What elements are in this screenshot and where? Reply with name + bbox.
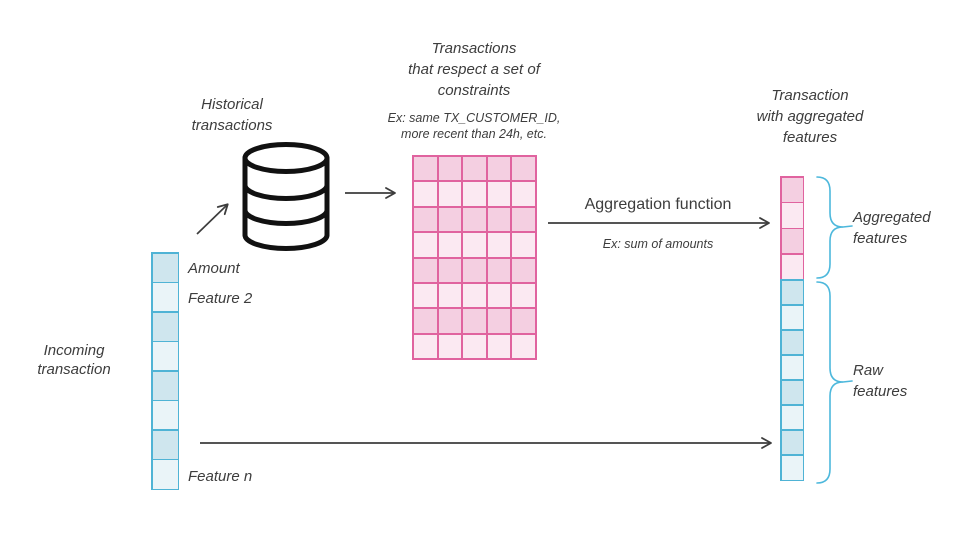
vector-cell <box>152 283 178 312</box>
matrix-cell <box>463 309 486 333</box>
matrix-cell <box>463 334 486 358</box>
constraints-example: Ex: same TX_CUSTOMER_ID, more recent tha… <box>387 111 561 141</box>
vector-cell <box>781 330 803 355</box>
matrix-cell <box>512 207 535 232</box>
vector-cell <box>781 455 803 480</box>
matrix-cell <box>487 334 511 358</box>
vector-cell <box>152 342 178 371</box>
vector-cell <box>781 430 803 455</box>
matrix-cell <box>438 157 462 181</box>
vector-cell <box>781 305 803 330</box>
vector-cell <box>781 177 803 202</box>
matrix-cell <box>463 207 486 232</box>
matrix-cell <box>487 258 511 282</box>
vector-cell <box>781 254 803 279</box>
matrix-cell <box>487 309 511 333</box>
matrix-cell <box>487 233 511 257</box>
vector-cell <box>152 430 178 459</box>
matrix-cell <box>438 233 462 257</box>
constraints-title: Transactions that respect a set of const… <box>408 40 540 99</box>
matrix-cell <box>487 157 511 181</box>
historical-transactions-label: Historical transactions <box>191 96 273 134</box>
output-title: Transaction with aggregated features <box>756 87 864 146</box>
output-raw-cells <box>780 279 804 481</box>
matrix-cell <box>414 283 437 308</box>
incoming-transaction-label: Incoming transaction <box>37 342 111 378</box>
feature2-label: Feature 2 <box>188 290 253 307</box>
incoming-to-database-arrow <box>196 203 229 235</box>
vector-cell <box>781 229 803 254</box>
matrix-cell <box>512 334 535 358</box>
vector-cell <box>152 371 178 400</box>
vector-cell <box>152 253 178 282</box>
matrix-cell <box>414 309 437 333</box>
matrix-cell <box>463 157 486 181</box>
output-aggregated-cells <box>780 176 804 279</box>
aggregation-function-label: Aggregation function <box>584 196 732 213</box>
matrix-cell <box>463 258 486 282</box>
raw-features-label: Raw features <box>853 362 908 400</box>
matrix-cell <box>512 283 535 308</box>
matrix-cell <box>414 233 437 257</box>
matrix-cell <box>487 283 511 308</box>
matrix-cell <box>438 258 462 282</box>
vector-cell <box>781 203 803 228</box>
matrix-cell <box>487 207 511 232</box>
aggregated-features-brace <box>816 176 853 279</box>
matrix-cell <box>512 182 535 206</box>
matrix-cell <box>487 182 511 206</box>
vector-cell <box>781 355 803 380</box>
constrained-transactions-matrix <box>412 155 537 360</box>
matrix-cell <box>438 207 462 232</box>
vector-cell <box>152 460 178 489</box>
matrix-cell <box>512 157 535 181</box>
matrix-cell <box>414 258 437 282</box>
matrix-cell <box>438 182 462 206</box>
matrix-cell <box>512 258 535 282</box>
raw-features-brace <box>816 281 853 484</box>
matrix-cell <box>512 233 535 257</box>
matrix-cell <box>438 309 462 333</box>
matrix-cell <box>463 283 486 308</box>
vector-cell <box>781 405 803 430</box>
matrix-cell <box>414 182 437 206</box>
vector-cell <box>781 380 803 405</box>
amount-label: Amount <box>188 260 240 277</box>
matrix-cell <box>438 334 462 358</box>
matrix-cell <box>414 157 437 181</box>
matrix-cell <box>414 334 437 358</box>
feature-n-label: Feature n <box>188 468 253 485</box>
database-icon <box>242 142 330 251</box>
matrix-cell <box>463 233 486 257</box>
aggregation-example: Ex: sum of amounts <box>602 237 714 251</box>
vector-cell <box>781 280 803 305</box>
vector-cell <box>152 312 178 341</box>
vector-cell <box>152 401 178 430</box>
incoming-transaction-vector <box>151 252 179 490</box>
matrix-cell <box>512 309 535 333</box>
matrix-cell <box>438 283 462 308</box>
matrix-cell <box>414 207 437 232</box>
aggregated-features-label: Aggregated features <box>853 209 931 247</box>
matrix-cell <box>463 182 486 206</box>
